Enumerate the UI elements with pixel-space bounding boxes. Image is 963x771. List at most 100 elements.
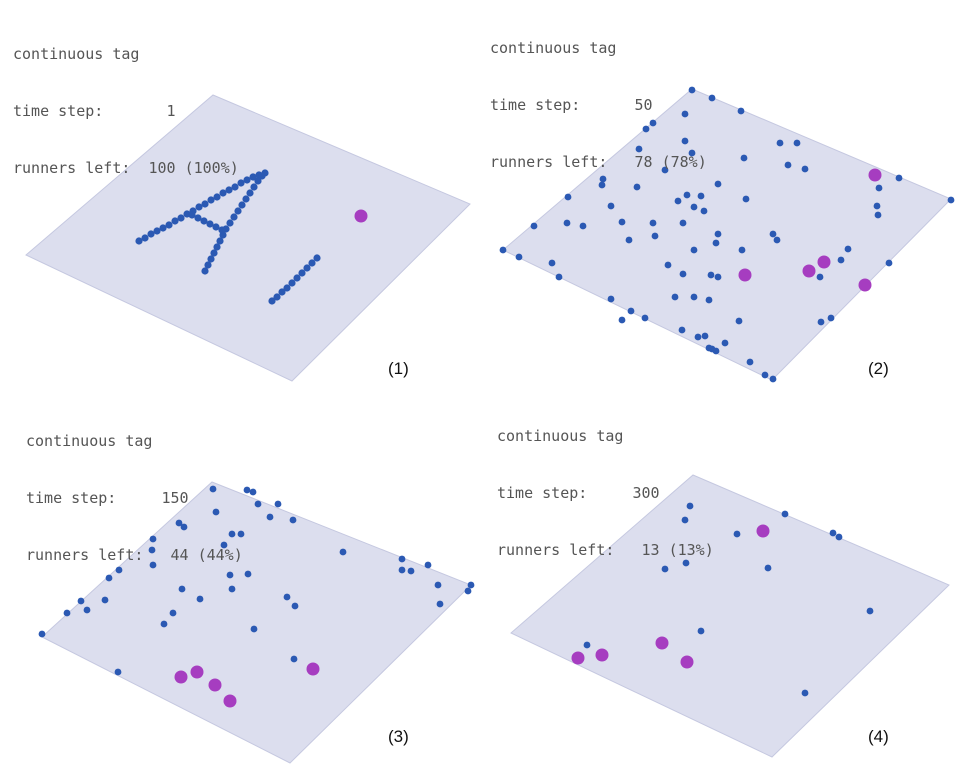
runner [160, 620, 168, 628]
tagger [571, 651, 585, 665]
runner [303, 264, 311, 272]
runner [499, 246, 507, 254]
runners-left-value: 78 (78%) [634, 153, 707, 171]
tagger [756, 524, 770, 538]
runner [563, 219, 571, 227]
runner [398, 555, 406, 563]
runner [237, 179, 245, 187]
runner [764, 564, 772, 572]
tagger [208, 678, 222, 692]
runner [249, 173, 257, 181]
tagger [680, 655, 694, 669]
runner [464, 587, 472, 595]
runner [679, 219, 687, 227]
runner [773, 236, 781, 244]
runner [149, 561, 157, 569]
runner [213, 193, 221, 201]
runner [175, 519, 183, 527]
runner [237, 530, 245, 538]
runner [681, 516, 689, 524]
runner [283, 284, 291, 292]
runner [712, 239, 720, 247]
runner [555, 273, 563, 281]
runner [681, 137, 689, 145]
runner [213, 243, 221, 251]
runner [784, 161, 792, 169]
runner [875, 184, 883, 192]
runner [625, 236, 633, 244]
runner [188, 211, 196, 219]
runner [599, 175, 607, 183]
tagger [655, 636, 669, 650]
time-step-row: time step: 1 [13, 102, 239, 121]
runner [290, 655, 298, 663]
tagger [868, 168, 882, 182]
runner [424, 561, 432, 569]
runner [308, 259, 316, 267]
runner [216, 237, 224, 245]
board-3 [38, 481, 475, 764]
runner [115, 566, 123, 574]
runner [817, 318, 825, 326]
tagger [738, 268, 752, 282]
runner [816, 273, 824, 281]
runner [231, 183, 239, 191]
runner [407, 567, 415, 575]
runner [147, 230, 155, 238]
runner [683, 191, 691, 199]
runner [801, 689, 809, 697]
runner [225, 186, 233, 194]
runners [499, 86, 955, 383]
runner [661, 166, 669, 174]
runner [793, 139, 801, 147]
runner [288, 279, 296, 287]
panel-3: continuous tag time step: 150 runners le… [0, 386, 481, 771]
runner [207, 255, 215, 263]
runner [705, 296, 713, 304]
stats-readout: continuous tag time step: 1 runners left… [13, 7, 239, 216]
runners-left-label: runners left: [497, 541, 615, 559]
time-step-row: time step: 50 [490, 96, 707, 115]
panel-4: continuous tag time step: 300 runners le… [482, 386, 963, 771]
runner [866, 607, 874, 615]
tagger [174, 670, 188, 684]
runner [266, 513, 274, 521]
runner [114, 668, 122, 676]
runners [38, 485, 475, 676]
runner [873, 202, 881, 210]
runner [159, 224, 167, 232]
runner [289, 516, 297, 524]
runner [63, 609, 71, 617]
runner [618, 316, 626, 324]
runners-left-value: 100 (100%) [148, 159, 239, 177]
runner [697, 627, 705, 635]
stats-readout: continuous tag time step: 300 runners le… [497, 389, 714, 598]
time-step-label: time step: [497, 484, 588, 502]
runner [690, 203, 698, 211]
arena-plane [41, 481, 472, 764]
runner [207, 196, 215, 204]
runner [682, 559, 690, 567]
arena-plane [510, 474, 950, 758]
runner [641, 314, 649, 322]
runner [548, 259, 556, 267]
runner [226, 571, 234, 579]
arena-plane [25, 94, 471, 382]
runner [148, 546, 156, 554]
runner [254, 500, 262, 508]
runner [737, 107, 745, 115]
board-4 [510, 474, 950, 758]
runner [171, 217, 179, 225]
runner [273, 293, 281, 301]
runner [268, 297, 276, 305]
runners-left-label: runners left: [13, 159, 131, 177]
runners-left-row: runners left: 44 (44%) [26, 546, 243, 565]
runner [298, 269, 306, 277]
runner [250, 183, 258, 191]
runner [165, 221, 173, 229]
runners-left-label: runners left: [26, 546, 144, 564]
tagger [802, 264, 816, 278]
runner [874, 211, 882, 219]
runner [690, 246, 698, 254]
runner [679, 270, 687, 278]
